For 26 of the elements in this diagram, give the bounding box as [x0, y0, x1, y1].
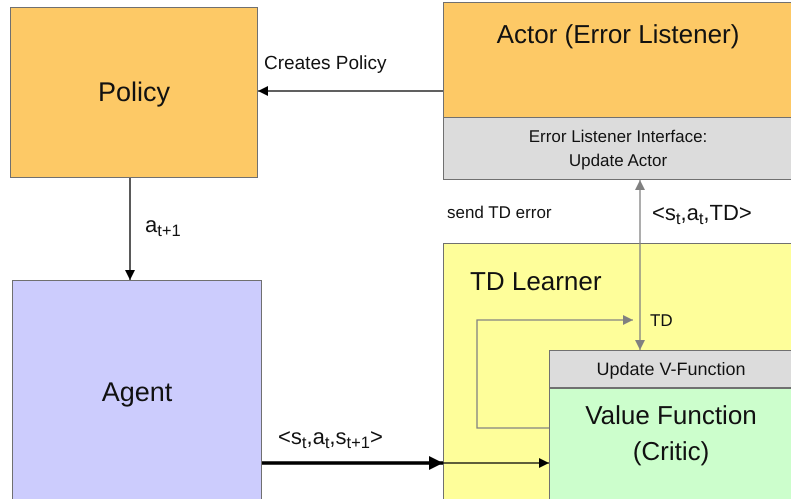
node-label: Value Function (Critic): [584, 399, 758, 468]
node-label: Policy: [98, 76, 170, 110]
node-label: TD Learner: [470, 265, 602, 298]
arrow: [635, 180, 645, 350]
component-box: [549, 388, 791, 499]
node-label: Agent: [102, 376, 172, 409]
node-label: Actor (Error Listener): [496, 18, 740, 51]
node-label: Update V-Function: [596, 358, 746, 381]
edge-label: a$_{t+1}$: [145, 211, 181, 241]
interface-bar: [443, 117, 791, 180]
edge-label: TD: [650, 310, 673, 332]
component-box: [443, 2, 791, 180]
arrow: [262, 456, 443, 470]
process-box: [10, 7, 258, 178]
edge-label: Creates Policy: [264, 52, 386, 76]
container-box: [443, 243, 791, 499]
annotation-text: send TD error: [447, 202, 552, 224]
arrow: [258, 86, 443, 96]
edge-label: <s$_{t}$,a$_{t}$,s$_{t+1}$>: [278, 423, 383, 453]
arrow: [476, 315, 633, 429]
arrow: [443, 458, 549, 468]
process-box: [12, 280, 262, 499]
interface-bar: [549, 350, 791, 388]
arrow: [125, 178, 135, 280]
node-label: Error Listener Interface: Update Actor: [528, 126, 708, 172]
edge-label: <s$_{t}$,a$_{t}$,TD>: [652, 199, 752, 229]
